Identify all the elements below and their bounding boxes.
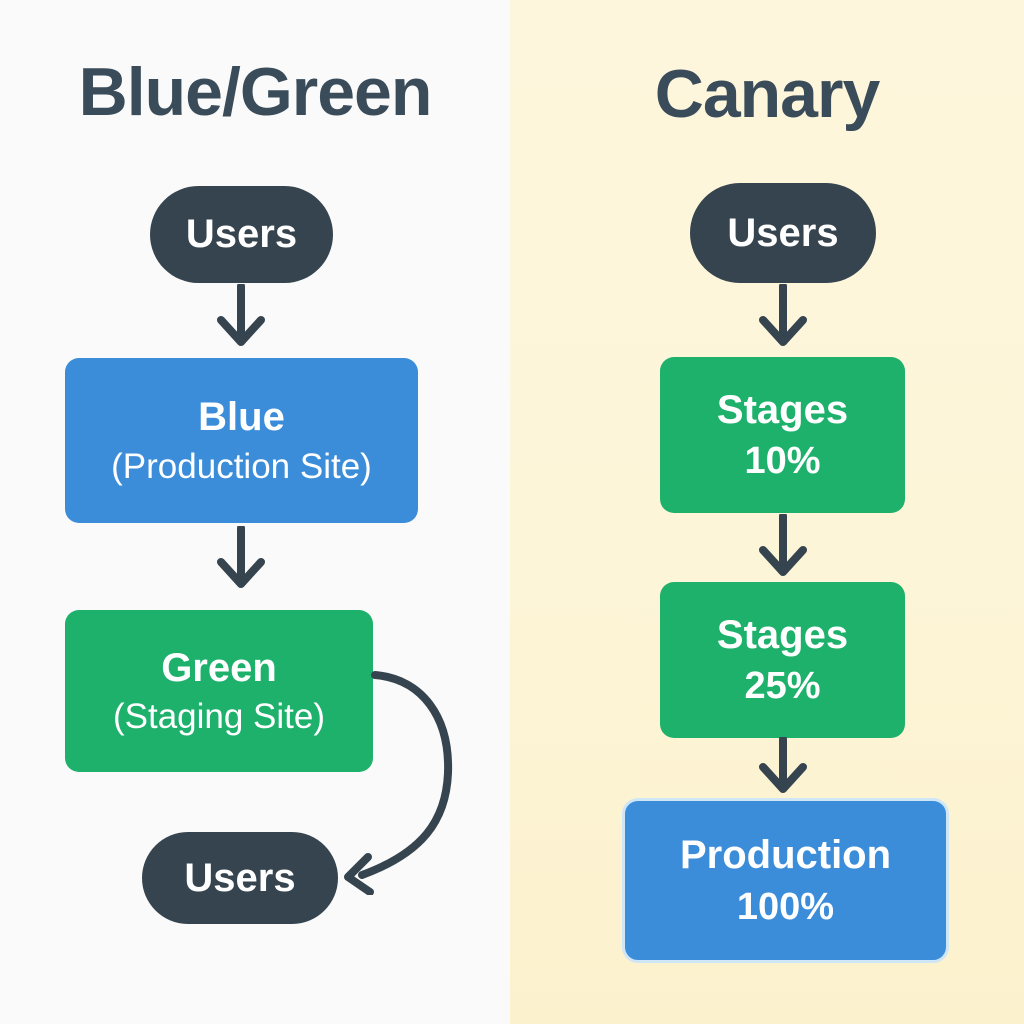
production-title: Production bbox=[679, 833, 892, 878]
canary-production-node: Production 100% bbox=[622, 798, 949, 963]
blue-node-title: Blue bbox=[198, 395, 285, 439]
canary-stage-25-node: Stages 25% bbox=[660, 582, 905, 738]
arrow-down-icon bbox=[217, 284, 265, 346]
stage-25-percent: 25% bbox=[744, 665, 821, 708]
stage-10-percent: 10% bbox=[744, 440, 821, 483]
arrow-down-icon bbox=[759, 514, 807, 576]
production-percent: 100% bbox=[736, 885, 835, 928]
users-top-node: Users bbox=[150, 186, 333, 283]
blue-production-node: Blue (Production Site) bbox=[65, 358, 418, 523]
green-node-title: Green bbox=[161, 645, 277, 690]
arrow-down-icon bbox=[759, 737, 807, 793]
canary-stage-10-node: Stages 10% bbox=[660, 357, 905, 513]
stage-10-title: Stages bbox=[716, 387, 849, 432]
users-bottom-node: Users bbox=[142, 832, 338, 924]
stage-25-title: Stages bbox=[716, 612, 849, 657]
curved-arrow-icon bbox=[344, 671, 453, 895]
green-node-subtitle: (Staging Site) bbox=[112, 697, 326, 737]
canary-users-label: Users bbox=[727, 210, 839, 255]
canary-users-node: Users bbox=[690, 183, 876, 283]
arrow-down-icon bbox=[759, 284, 807, 346]
green-staging-node: Green (Staging Site) bbox=[65, 610, 373, 772]
users-bottom-label: Users bbox=[184, 855, 296, 900]
canary-title: Canary bbox=[654, 56, 881, 132]
users-top-label: Users bbox=[185, 212, 298, 256]
blue-green-title: Blue/Green bbox=[78, 54, 433, 130]
blue-node-subtitle: (Production Site) bbox=[111, 446, 372, 486]
arrow-down-icon bbox=[217, 526, 265, 588]
